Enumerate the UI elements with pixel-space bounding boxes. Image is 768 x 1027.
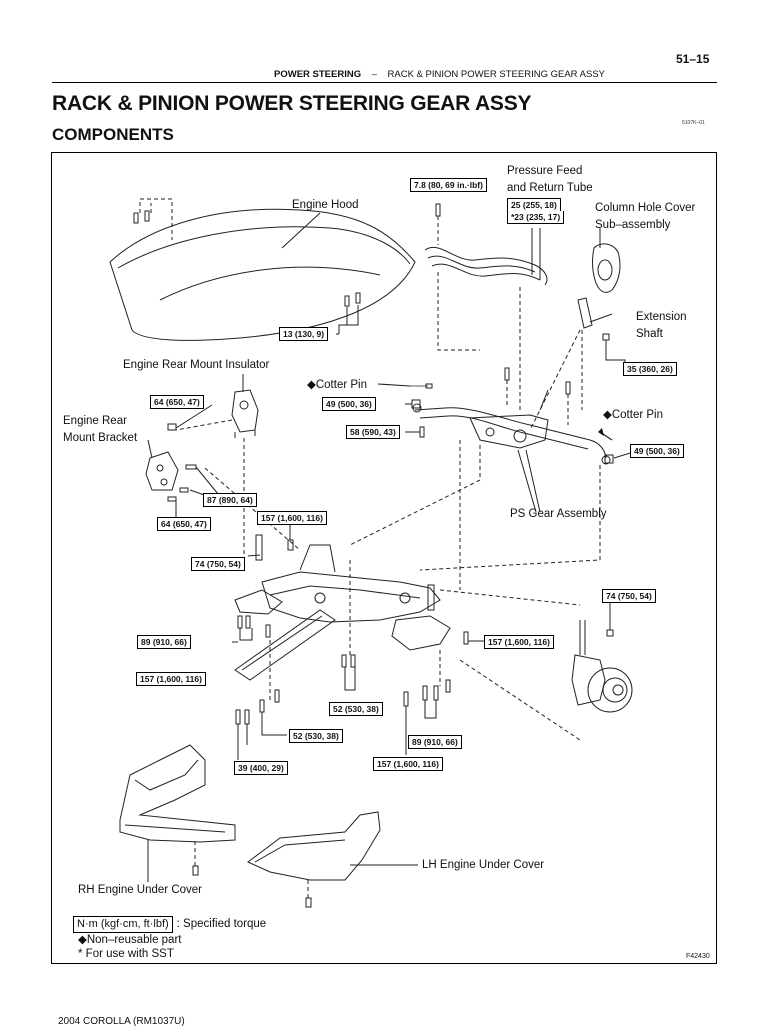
front-suspension-crossmember-drawing	[234, 534, 451, 651]
label-pressure-feed: Pressure Feed	[507, 165, 583, 177]
torque-spec: 7.8 (80, 69 in.·lbf)	[410, 178, 487, 192]
torque-spec-sst: *23 (235, 17)	[507, 211, 565, 224]
label-engine-rear-mount-insulator: Engine Rear Mount Insulator	[123, 359, 270, 371]
reference-code: 5107K–01	[682, 120, 705, 126]
torque-spec: 89 (910, 66)	[408, 735, 462, 749]
diagram-frame	[51, 152, 717, 964]
label-mount-bracket: Mount Bracket	[63, 432, 138, 444]
legend-unit-text: : Specified torque	[176, 918, 267, 930]
legend-non-reusable: ◆Non–reusable part	[78, 933, 266, 947]
diamond-icon: ◆	[78, 934, 87, 946]
label-cotter-pin-right: ◆Cotter Pin	[603, 407, 663, 424]
torque-spec: 64 (650, 47)	[157, 517, 211, 531]
legend-non-reusable-text: Non–reusable part	[86, 934, 182, 946]
torque-spec: 52 (530, 38)	[289, 729, 343, 743]
label-return-tube: and Return Tube	[507, 182, 593, 194]
engine-hood-drawing	[109, 208, 416, 341]
torque-spec: 13 (130, 9)	[279, 327, 329, 341]
page-number: 51–15	[676, 52, 710, 66]
header-section: POWER STEERING	[274, 69, 362, 80]
label-engine-hood: Engine Hood	[292, 199, 359, 211]
torque-spec: 74 (750, 54)	[191, 557, 245, 571]
ps-gear-assembly-drawing	[412, 389, 611, 465]
label-cotter-pin-left: ◆Cotter Pin	[307, 377, 367, 394]
torque-spec: 64 (650, 47)	[150, 395, 204, 409]
torque-spec: 157 (1,600, 116)	[136, 672, 206, 686]
frame-brace-drawing	[234, 609, 336, 681]
cotter-pin-text: Cotter Pin	[611, 409, 663, 421]
header-separator: –	[371, 69, 377, 80]
torque-spec: 89 (910, 66)	[137, 635, 191, 649]
engine-rear-mount-bracket-drawing	[145, 451, 179, 491]
page-title: RACK & PINION POWER STEERING GEAR ASSY	[52, 92, 532, 115]
legend-unit-box: N·m (kgf·cm, ft·lbf)	[73, 916, 173, 933]
label-ps-gear-assembly: PS Gear Assembly	[510, 508, 607, 520]
page-footer: 2004 COROLLA (RM1037U)	[58, 1016, 185, 1027]
torque-spec: 157 (1,600, 116)	[257, 511, 327, 525]
pressure-feed-tube-drawing	[424, 246, 548, 286]
label-shaft: Shaft	[636, 328, 663, 340]
torque-spec: 58 (590, 43)	[346, 425, 400, 439]
hood-bolt-icon	[133, 210, 361, 307]
label-engine-rear: Engine Rear	[63, 415, 127, 427]
torque-spec: 39 (400, 29)	[234, 761, 288, 775]
lh-engine-under-cover-drawing	[247, 811, 381, 881]
label-lh-engine-under-cover: LH Engine Under Cover	[422, 859, 545, 871]
torque-spec: 52 (530, 38)	[329, 702, 383, 716]
header-subsection: RACK & PINION POWER STEERING GEAR ASSY	[387, 69, 606, 80]
engine-rear-mount-insulator-drawing	[231, 389, 259, 433]
label-column-hole-cover: Column Hole Cover	[595, 202, 696, 214]
rh-engine-under-cover-drawing	[119, 744, 236, 843]
label-rh-engine-under-cover: RH Engine Under Cover	[78, 884, 203, 896]
torque-spec: 25 (255, 18)	[507, 198, 561, 211]
torque-spec: 35 (360, 26)	[623, 362, 677, 376]
figure-id: F42430	[686, 953, 710, 960]
page-subtitle: COMPONENTS	[52, 125, 174, 144]
torque-spec: 49 (500, 36)	[630, 444, 684, 458]
diamond-icon: ◆	[603, 409, 612, 421]
column-hole-cover-drawing	[592, 243, 621, 293]
torque-spec: 74 (750, 54)	[602, 589, 656, 603]
extension-shaft-drawing	[577, 297, 593, 329]
label-extension: Extension	[636, 311, 687, 323]
diamond-icon: ◆	[307, 379, 316, 391]
torque-spec: 157 (1,600, 116)	[373, 757, 443, 771]
torque-spec: 157 (1,600, 116)	[484, 635, 554, 649]
label-column-hole-cover-sub: Sub–assembly	[595, 219, 671, 231]
cotter-pin-text: Cotter Pin	[315, 379, 367, 391]
legend-sst: * For use with SST	[78, 948, 174, 960]
header-rule	[52, 82, 717, 83]
torque-spec: 49 (500, 36)	[322, 397, 376, 411]
steering-knuckle-drawing	[571, 620, 633, 713]
running-header: POWER STEERING – RACK & PINION POWER STE…	[274, 69, 605, 80]
legend: N·m (kgf·cm, ft·lbf) : Specified torque …	[73, 916, 266, 961]
torque-spec: 87 (890, 64)	[203, 493, 257, 507]
